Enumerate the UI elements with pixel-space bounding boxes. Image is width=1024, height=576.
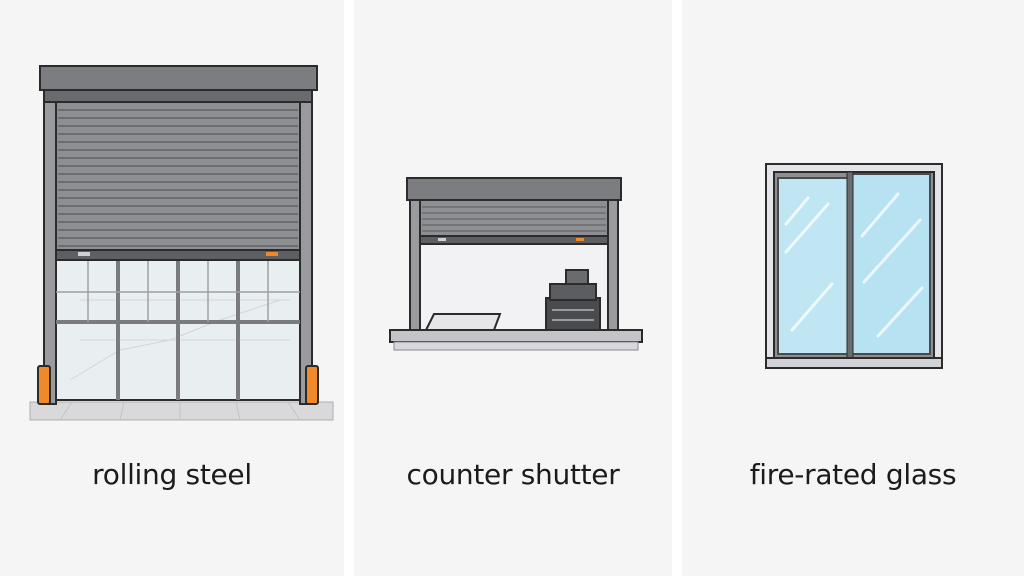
housing-lip [43,89,313,103]
left-bumper [37,365,51,405]
bottom-bar-handle-left [78,252,90,256]
rolling-steel-door-icon [29,65,334,421]
floor-tiles [59,401,301,421]
shutter-slats [58,109,298,247]
right-bumper [305,365,319,405]
glass-transoms [56,258,300,322]
shutter-housing [406,177,622,201]
shutter-slats [422,206,606,232]
panel-divider [344,0,354,576]
counter-shutter-icon [389,177,643,351]
panel-counter-shutter: counter shutter [354,0,672,576]
glass-mullions [56,258,300,400]
left-rail [409,197,421,333]
fire-rated-glass-window-icon [765,163,943,369]
panel-fire-rated-glass: fire-rated glass [682,0,1024,576]
counter-tray [424,313,502,331]
bottom-bar-handle-right [266,252,278,256]
bottom-bar [55,249,301,261]
window-sill [765,357,943,369]
label-fire-rated-glass: fire-rated glass [749,458,957,491]
roll-housing [39,65,318,91]
panel-rolling-steel: rolling steel [0,0,344,576]
shutter-bottom-bar [419,235,609,245]
panel-divider [672,0,682,576]
window-mullion [846,171,854,359]
cash-register-icon [545,269,601,333]
right-guide-rail [299,99,313,405]
floor-slab [29,401,334,421]
right-rail [607,197,619,333]
bottom-bar-handle-right [576,238,584,241]
counter-base [393,341,639,351]
label-rolling-steel: rolling steel [92,458,252,491]
glass-reflections [784,192,924,338]
bottom-bar-handle-left [438,238,446,241]
label-counter-shutter: counter shutter [406,458,620,491]
left-guide-rail [43,99,57,405]
counter-sill [389,329,643,343]
glass-pane-left [777,177,849,355]
